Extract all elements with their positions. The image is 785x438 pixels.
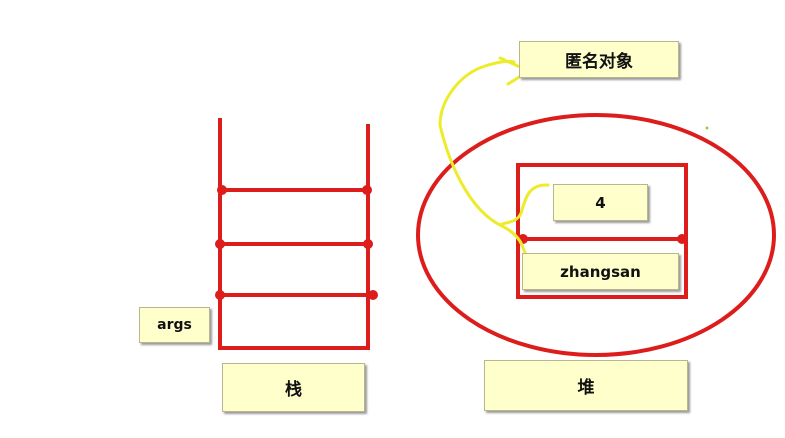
heap-ellipse	[416, 113, 776, 357]
stack-dots	[215, 185, 378, 300]
object-outline	[516, 163, 688, 299]
stack-dot	[215, 290, 225, 300]
stack-dot	[215, 239, 225, 249]
arrow-brace	[500, 183, 550, 226]
args-box: args	[139, 307, 210, 343]
stack-frame	[218, 118, 370, 350]
stack-label-box: 栈	[222, 363, 365, 412]
anonymous-object-box: 匿名对象	[519, 41, 679, 78]
stray-dot	[705, 126, 709, 130]
object-dot	[677, 234, 687, 244]
zhangsan-box: zhangsan	[522, 253, 679, 290]
stack-dot	[368, 290, 378, 300]
heap-label-box: 堆	[484, 360, 688, 411]
object-frame	[516, 163, 688, 299]
arrow-curve	[438, 59, 557, 278]
stack-dot	[362, 185, 372, 195]
stack-dot	[363, 239, 373, 249]
value-4-box: 4	[553, 184, 648, 221]
stack-outline	[218, 118, 370, 350]
stack-dot	[217, 185, 227, 195]
